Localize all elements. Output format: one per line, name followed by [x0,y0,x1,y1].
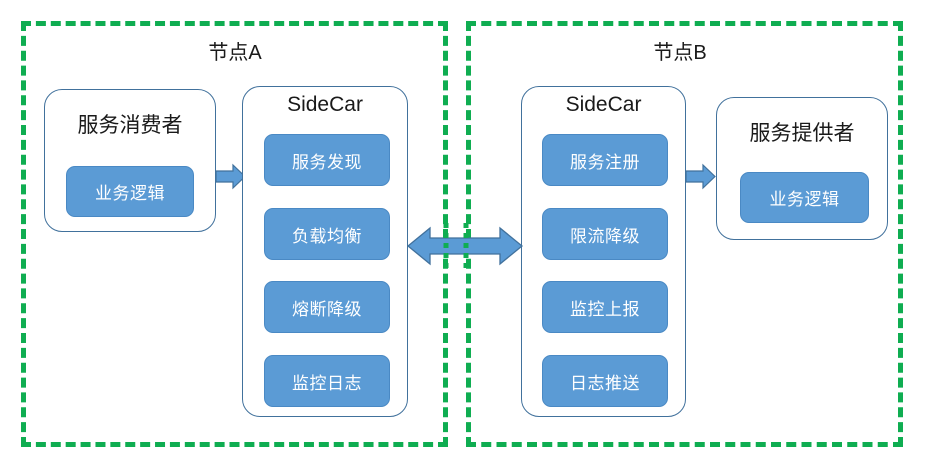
sidecar-a-item-1[interactable]: 负载均衡 [264,208,390,260]
sidecar-b-item-0[interactable]: 服务注册 [542,134,668,186]
sidecar-a-title: SideCar [287,93,363,116]
consumer-business-logic-chip[interactable]: 业务逻辑 [66,166,194,217]
arrow-consumer-to-sidecar [215,163,246,190]
sidecar-b-item-1[interactable]: 限流降级 [542,208,668,260]
node-b-left-border-overlay [463,223,469,269]
service-provider-title: 服务提供者 [749,122,855,145]
sidecar-a-item-3[interactable]: 监控日志 [264,355,390,407]
sidecar-a-item-0[interactable]: 服务发现 [264,134,390,186]
sidecar-b-item-2[interactable]: 监控上报 [542,281,668,333]
service-consumer-title: 服务消费者 [77,114,183,137]
node-a-title: 节点A [208,42,262,64]
arrow-sidecar-to-provider [685,163,716,190]
node-a-right-border-overlay [443,223,449,269]
node-b-title: 节点B [653,42,707,64]
sidecar-a-item-2[interactable]: 熔断降级 [264,281,390,333]
sidecar-b-item-3[interactable]: 日志推送 [542,355,668,407]
sidecar-b-title: SideCar [565,93,642,116]
provider-business-logic-chip[interactable]: 业务逻辑 [740,172,869,223]
